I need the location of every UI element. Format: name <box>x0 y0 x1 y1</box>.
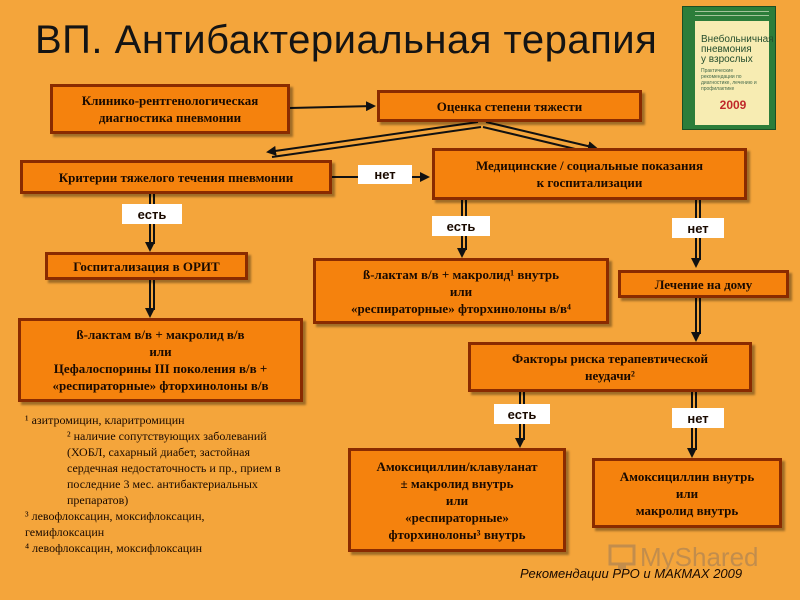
box-line: Амоксициллин/клавуланат <box>376 458 538 474</box>
box-line: неудачи² <box>585 368 635 383</box>
footnote-2-line: последние 3 мес. антибактериальных <box>67 477 258 491</box>
box-line: Факторы риска терапевтической <box>512 351 708 366</box>
severe-criteria-box: Критерии тяжелого течения пневмонии <box>20 160 332 194</box>
icu-therapy-box: ß-лактам в/в + макролид в/в или Цефалосп… <box>18 318 303 402</box>
book-title-line: у взрослых <box>701 54 753 65</box>
box-line: диагностика пневмонии <box>98 110 242 125</box>
box-line: «респираторные» фторхинолоны в/в <box>52 378 269 393</box>
watermark-logo: MyShared <box>608 542 759 572</box>
footnote-2-line: препаратов) <box>67 493 129 507</box>
book-cover-page: Внебольничная пневмония у взрослых Практ… <box>695 21 774 125</box>
book-title-line: Внебольничная <box>701 34 774 45</box>
watermark-icon-stand <box>618 564 626 570</box>
no-label: нет <box>358 165 412 184</box>
box-line: фторхинолоны³ внутрь <box>388 526 526 542</box>
inpatient-therapy-box: ß-лактам в/в + макролид¹ внутрь или «рес… <box>313 258 609 324</box>
box-line: или <box>445 492 469 508</box>
footnote-2-line: сердечная недостаточность и пр., прием в <box>67 461 281 475</box>
box-line: «респираторные» <box>405 509 509 525</box>
amoxicillin-therapy-box: Амоксициллин внутрь или макролид внутрь <box>592 458 782 528</box>
footnote-1: ¹ азитромицин, кларитромицин <box>25 413 185 427</box>
arrow-severity-to-indications <box>485 121 598 152</box>
box-line: Оценка степени тяжести <box>436 98 583 114</box>
severity-box: Оценка степени тяжести <box>377 90 642 122</box>
no-label: нет <box>672 218 724 238</box>
book-subtitle: Практические рекомендации по диагностике… <box>701 68 757 92</box>
box-line: ß-лактам в/в + макролид в/в <box>76 327 245 342</box>
box-line: Госпитализация в ОРИТ <box>73 258 220 274</box>
diagnosis-box: Клинико-рентгенологическая диагностика п… <box>50 84 290 134</box>
page-title: ВП. Антибактериальная терапия <box>35 18 658 62</box>
no-label: нет <box>672 408 724 428</box>
footnote-4: ⁴ левофлоксацин, моксифлоксацин <box>25 541 203 555</box>
footnotes: ¹ азитромицин, кларитромицин ² наличие с… <box>25 412 335 556</box>
footnote-2-line: (ХОБЛ, сахарный диабет, застойная <box>67 445 250 459</box>
box-line: или <box>149 344 172 359</box>
footnote-3-line: гемифлоксацин <box>25 525 105 539</box>
box-line: или <box>675 485 699 501</box>
book-title-line: пневмония <box>701 44 752 55</box>
hospitalization-indications-box: Медицинские / социальные показания к гос… <box>432 148 747 200</box>
box-line: Цефалоспорины III поколения в/в + <box>53 361 268 376</box>
box-line: Медицинские / социальные показания <box>475 158 704 173</box>
arrow-severity-to-criteria <box>266 121 479 156</box>
box-line: Критерии тяжелого течения пневмонии <box>58 169 294 185</box>
box-line: ± макролид внутрь <box>400 475 514 491</box>
yes-label: есть <box>432 216 490 236</box>
box-line: Клинико-рентгенологическая <box>81 93 259 108</box>
cover-stripe <box>695 11 769 16</box>
footnote-3-line: ³ левофлоксацин, моксифлоксацин, <box>25 509 205 523</box>
watermark-icon <box>608 544 636 566</box>
box-line: Амоксициллин внутрь <box>619 468 755 484</box>
risk-factors-box: Факторы риска терапевтической неудачи² <box>468 342 752 392</box>
box-line: Лечение на дому <box>654 276 753 292</box>
home-treatment-box: Лечение на дому <box>618 270 789 298</box>
source-citation: Рекомендации РРО и МАКМАХ 2009 <box>520 566 743 581</box>
box-line: или <box>449 283 473 299</box>
amoxiclav-therapy-box: Амоксициллин/клавуланат ± макролид внутр… <box>348 448 566 552</box>
footnote-2-line: ² наличие сопутствующих заболеваний <box>67 429 267 443</box>
arrow-diagnosis-to-severity <box>289 101 376 112</box>
box-line: ß-лактам в/в + макролид¹ внутрь <box>362 266 560 282</box>
guideline-book-cover: Внебольничная пневмония у взрослых Практ… <box>682 6 776 130</box>
box-line: к госпитализации <box>536 175 643 190</box>
icu-hospitalization-box: Госпитализация в ОРИТ <box>45 252 248 280</box>
box-line: «респираторные» фторхинолоны в/в⁴ <box>351 300 571 316</box>
yes-label: есть <box>122 204 182 224</box>
yes-label: есть <box>494 404 550 424</box>
box-line: макролид внутрь <box>635 502 739 518</box>
watermark-text: MyShared <box>640 542 759 572</box>
book-year: 2009 <box>719 98 747 112</box>
arrow-severity-to-criteria-parallel <box>271 126 482 158</box>
